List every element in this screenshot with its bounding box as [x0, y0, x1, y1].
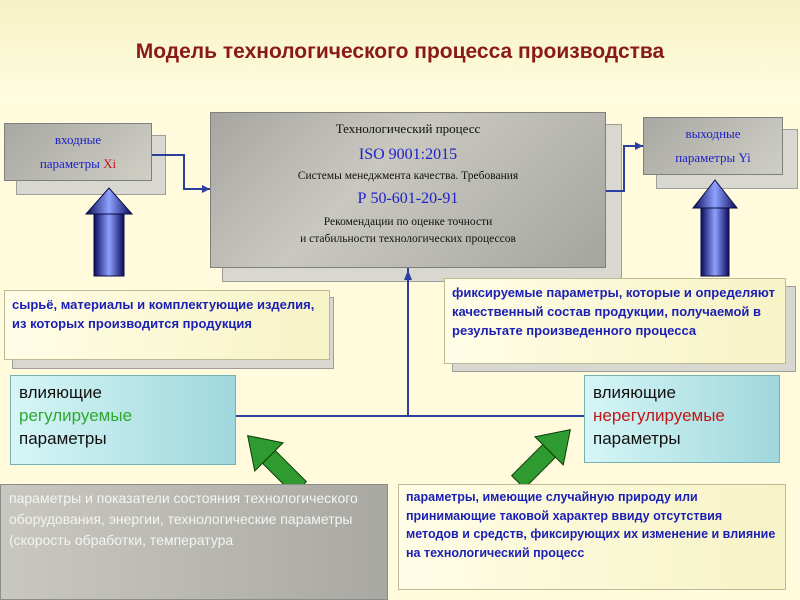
process-heading: Технологический процесс — [335, 121, 481, 136]
unregulated-params-box: влияющие нерегулируемые параметры — [584, 375, 780, 463]
output-label-line2: параметры Yi — [675, 150, 751, 165]
output-label-line1: выходные — [685, 126, 741, 141]
regulated-params-box: влияющие регулируемые параметры — [10, 375, 236, 465]
raw-materials-box: сырьё, материалы и комплектующие изделия… — [4, 290, 330, 360]
input-connector — [152, 154, 210, 190]
regulated-line3: параметры — [19, 429, 107, 448]
output-connector — [606, 145, 643, 192]
input-label-line1: входные — [54, 132, 102, 147]
regulated-line1: влияющие — [19, 383, 102, 402]
fixed-params-box: фиксируемые параметры, которые и определ… — [444, 278, 786, 364]
input-label-line2: параметры — [39, 156, 104, 171]
iso-standard: ISO 9001:2015 — [358, 146, 458, 163]
influence-arrowhead — [404, 270, 412, 280]
equipment-params-box: параметры и показатели состояния техноло… — [0, 484, 388, 600]
unregulated-line2: нерегулируемые — [593, 406, 725, 425]
gost-description-line1: Рекомендации по оценке точности — [323, 216, 493, 228]
iso-description: Системы менеджмента качества. Требования — [297, 170, 519, 182]
outputs-up-arrow — [691, 179, 739, 277]
regulated-line2: регулируемые — [19, 406, 133, 425]
input-symbol: Xi — [103, 156, 117, 171]
unregulated-line1: влияющие — [593, 383, 676, 402]
input-params-box: входные параметры Xi — [4, 123, 152, 181]
random-params-box: параметры, имеющие случайную природу или… — [398, 484, 786, 590]
gost-description-line2: и стабильности технологических процессов — [300, 233, 516, 245]
output-params-box: выходные параметры Yi — [643, 117, 783, 175]
regulated-green-arrow — [247, 435, 308, 496]
page-title: Модель технологического процесса произво… — [135, 40, 665, 63]
output-arrowhead — [635, 142, 643, 150]
header-band — [0, 0, 800, 100]
unregulated-green-arrow — [510, 429, 571, 490]
gost-standard: Р 50-601-20-91 — [357, 190, 459, 207]
input-arrowhead — [202, 185, 210, 193]
process-box: Технологический процесс ISO 9001:2015 Си… — [210, 112, 606, 268]
inputs-up-arrow — [84, 187, 134, 277]
unregulated-line3: параметры — [593, 429, 681, 448]
